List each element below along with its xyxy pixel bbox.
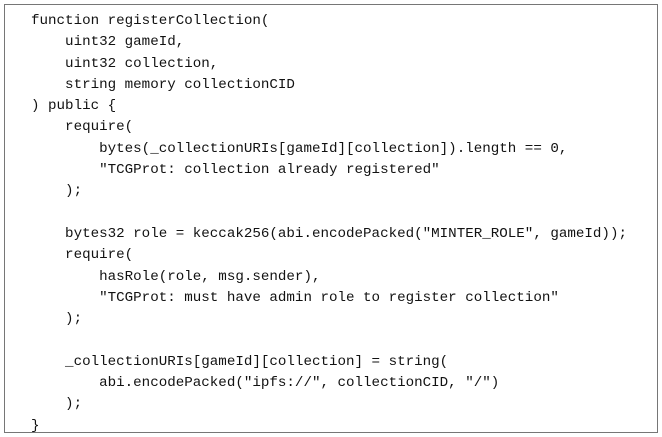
code-line: bytes(_collectionURIs[gameId][collection… bbox=[31, 140, 568, 157]
code-line: ) public { bbox=[31, 98, 117, 115]
code-line: uint32 collection, bbox=[31, 55, 219, 72]
code-line bbox=[31, 203, 653, 224]
code-line: _collectionURIs[gameId][collection] = st… bbox=[31, 353, 449, 370]
code-line: "TCGProt: must have admin role to regist… bbox=[31, 289, 559, 306]
code-line: bytes32 role = keccak256(abi.encodePacke… bbox=[31, 225, 627, 242]
code-line: function registerCollection( bbox=[31, 13, 270, 29]
code-line: ); bbox=[31, 311, 83, 328]
code-line: require( bbox=[31, 119, 134, 136]
code-line bbox=[31, 330, 653, 351]
code-line: uint32 gameId, bbox=[31, 34, 185, 51]
code-block: function registerCollection( uint32 game… bbox=[5, 5, 657, 437]
code-line: ); bbox=[31, 396, 83, 413]
code-line: string memory collectionCID bbox=[31, 76, 295, 93]
code-line: } bbox=[31, 417, 40, 434]
code-listing-frame: function registerCollection( uint32 game… bbox=[4, 4, 658, 434]
code-line: abi.encodePacked("ipfs://", collectionCI… bbox=[31, 375, 500, 392]
code-line: ); bbox=[31, 183, 83, 200]
code-line: "TCGProt: collection already registered" bbox=[31, 162, 440, 179]
code-line: hasRole(role, msg.sender), bbox=[31, 268, 321, 285]
code-line: require( bbox=[31, 247, 134, 264]
